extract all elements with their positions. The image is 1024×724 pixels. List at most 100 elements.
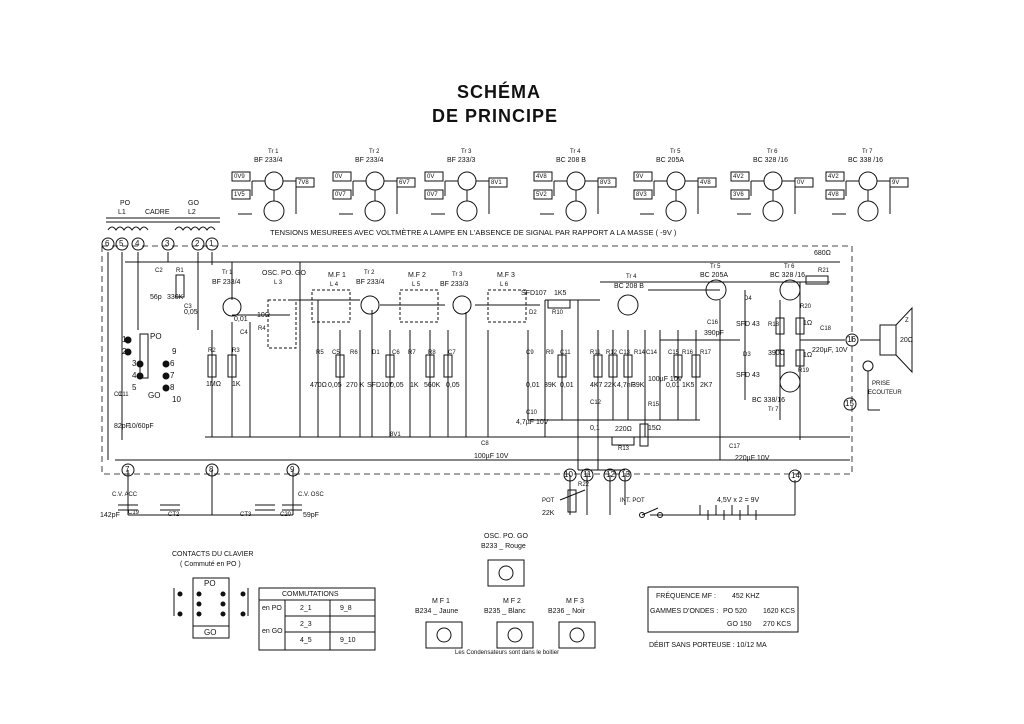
pinout-type-7: BC 338 /16	[848, 157, 884, 164]
comp-prise: PRISE	[872, 381, 891, 387]
comp-d3v: SFD 43	[736, 372, 760, 379]
comp-c8: C8	[481, 441, 489, 447]
terminal-4: 4	[135, 239, 140, 248]
l3-label: L 3	[274, 280, 283, 286]
comp-r15v: 15Ω	[648, 425, 662, 432]
coil-osc-ref: B233 _ Rouge	[481, 543, 526, 550]
comp-r13: R13	[618, 446, 630, 452]
coil-mf1-title: M F 1	[432, 598, 450, 605]
comp-d4v: SFD 43	[736, 321, 760, 328]
pinout-v1-5: 9V	[636, 174, 644, 180]
node-9: 9	[290, 465, 295, 474]
comp-c8v: 100µF 10V	[474, 453, 509, 460]
pinout-v2-box-6	[730, 189, 750, 200]
comp-c1: C1	[114, 392, 122, 398]
comp-r19v: 1Ω	[803, 352, 813, 359]
title-line-1: SCHÉMA	[457, 82, 542, 102]
comp-c11b: C11	[118, 392, 129, 398]
pinout-v2-box-7	[825, 189, 845, 200]
comm-mode-2: en GO	[262, 628, 283, 635]
comp-r17: R17	[700, 350, 712, 356]
comm-a-2: 2_3	[300, 621, 312, 628]
switch-pin-1: 1	[122, 335, 127, 344]
cadre-label: CADRE	[145, 209, 170, 216]
pinout-label-2: Tr 2	[369, 149, 380, 155]
comp-r21v: 680Ω	[814, 250, 831, 257]
comp-c18v: 220µF, 10V	[812, 347, 848, 354]
comp-c5: C5	[332, 350, 340, 356]
comp-c18: C18	[820, 326, 832, 332]
comp-r9: R9	[546, 350, 554, 356]
comp-potv: 22K	[542, 510, 555, 517]
gammes-label: GAMMES D'ONDES :	[650, 608, 719, 615]
pinout-v1-box-6	[730, 171, 750, 182]
comp-c9v: 0,01	[526, 382, 540, 389]
fmf-value: 452 KHZ	[732, 593, 760, 600]
l5-label: L 5	[412, 282, 421, 288]
pinout-v1-box-4	[533, 171, 553, 182]
comp-c19v: 142pF	[100, 512, 120, 519]
comp-r4: R4	[258, 326, 266, 332]
pinout-case-3	[457, 171, 477, 191]
comp-d1: D1	[372, 350, 380, 356]
comp-d4: D4	[744, 296, 752, 302]
comm-a-3: 4_5	[300, 637, 312, 644]
switch-pin-10: 10	[172, 395, 181, 404]
comp-c4v: 0,01	[234, 316, 248, 323]
comp-r3v: 1K	[232, 381, 241, 388]
pinout-v1-2: 0V	[335, 174, 343, 180]
comp-r16v: 1K5	[682, 382, 695, 389]
pinout-type-1: BF 233/4	[254, 157, 283, 164]
pinout-label-6: Tr 6	[767, 149, 778, 155]
comp-r12: R12	[606, 350, 618, 356]
node-12: 12	[606, 470, 615, 479]
pinout-case-1	[264, 171, 284, 191]
pinout-type-6: BC 328 /16	[753, 157, 789, 164]
comp-speaker: Z	[905, 318, 909, 324]
switch-pin-4: 4	[132, 371, 137, 380]
pinout-v3-box-3	[488, 177, 508, 188]
coil-mf2-ref: B235 _ Blanc	[484, 608, 526, 615]
comp-r7v: 1K	[410, 382, 419, 389]
pinout-v1-box-3	[424, 171, 444, 182]
pinout-v2-box-1	[231, 189, 251, 200]
pinout-v2-box-4	[533, 189, 553, 200]
comp-ct2: CT2	[168, 512, 180, 518]
comp-c12: C12	[590, 400, 602, 406]
title-line-2: DE PRINCIPE	[432, 106, 559, 126]
pinout-type-2: BF 233/4	[355, 157, 384, 164]
comp-r12v: 22K	[604, 382, 617, 389]
l4-label: L 4	[330, 282, 339, 288]
comp-c16: C16	[707, 320, 719, 326]
pinout-v3-5: 4V8	[700, 180, 711, 186]
pinout-v1-3: 0V	[427, 174, 435, 180]
tr2-type: BF 233/4	[356, 279, 385, 286]
comp-r18v: 390Ω	[768, 350, 785, 357]
comp-r9v: 39K	[544, 382, 557, 389]
go-label: GO	[188, 200, 199, 207]
voltage-note: TENSIONS MESUREES AVEC VOLTMÈTRE A LAMPE…	[270, 228, 677, 237]
tr4-label: Tr 4	[626, 274, 637, 280]
comp-r15: R15	[648, 402, 660, 408]
po-label: PO	[120, 200, 131, 207]
switch-pin-5: 5	[132, 383, 137, 392]
pinout-v2-7: 4V8	[828, 192, 839, 198]
comp-c5v: 0,05	[328, 382, 342, 389]
comm-b-1: 9_8	[340, 605, 352, 612]
comp-battery: 4,5V x 2 = 9V	[717, 497, 760, 504]
clavier-subtitle: ( Commuté en PO )	[180, 561, 241, 568]
tr7-type: BC 338/16	[752, 397, 786, 404]
comp-r6v: 270 K	[346, 382, 365, 389]
coil-mf3-ref: B236 _ Noir	[548, 608, 585, 615]
tr6-label: Tr 6	[784, 264, 795, 270]
gamme-po-hi: 1620 KCS	[763, 608, 795, 615]
pinout-v2-6: 3V6	[733, 192, 744, 198]
comp-d1v: SFD107	[367, 382, 393, 389]
comp-r20v: 1Ω	[803, 320, 813, 327]
coil-note: Les Condensateurs sont dans le boitier	[455, 650, 560, 656]
clavier-title: CONTACTS DU CLAVIER	[172, 551, 254, 558]
comp-c7: C7	[448, 350, 456, 356]
terminal-5: 5	[119, 239, 124, 248]
comp-r4v: 10Ω	[257, 312, 271, 319]
